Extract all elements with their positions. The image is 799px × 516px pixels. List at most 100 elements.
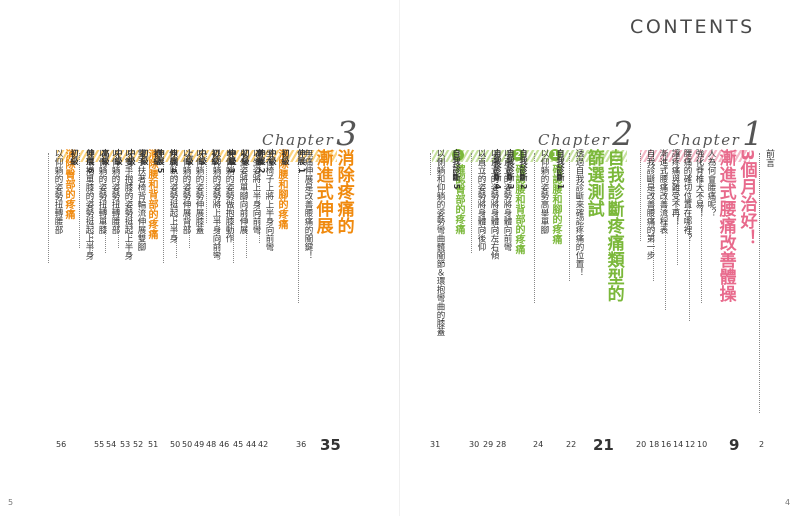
chapter-3-item[interactable]: 中級以側躺的姿勢扭轉單膝: [92, 149, 126, 253]
contents-heading: CONTENTS: [630, 16, 755, 38]
chapter-1-item[interactable]: 漸進式腰痛改善流程表: [653, 149, 671, 281]
chapter-1-item[interactable]: 腰痛的確切位置在哪裡？: [677, 149, 695, 265]
entry-page-number: 51: [148, 440, 159, 449]
entry-level: 初級: [153, 149, 162, 165]
entry-text: 強化脊椎大不易！: [694, 149, 704, 217]
entry-text: 自我診斷是改善腰痛的第一步: [645, 149, 655, 260]
foreword-entry[interactable]: 前言: [759, 149, 777, 413]
foreword-label: 前言: [764, 149, 774, 167]
left-page-number: 5: [8, 498, 14, 507]
entry-code: 自我診斷 2: [519, 149, 528, 190]
entry-text: 以側躺的姿勢扭轉單膝: [97, 149, 107, 234]
entry-text: 以仰躺的姿勢伸展背部: [181, 149, 191, 234]
chapter-1-heading: Chapter1: [668, 114, 763, 154]
entry-text: 以直立的姿勢將身體向左右傾: [489, 149, 499, 260]
chapter-3-title-line2: 漸進式伸展: [312, 149, 333, 234]
entry-page-number: 45: [233, 440, 244, 449]
chapter-1-item[interactable]: 自我診斷是改善腰痛的第一步: [640, 149, 658, 260]
entry-page-number: 55: [94, 440, 105, 449]
entry-text: 以直立的姿勢將身體向前彎: [502, 149, 512, 251]
chapter-3-item[interactable]: 中級以坐姿將上半身向前彎: [246, 149, 280, 258]
chapter-1-item[interactable]: 讓疼痛與難受不再！: [665, 149, 683, 310]
chapter-3-item[interactable]: 中級以仰躺的姿勢將上半身向前彎: [206, 149, 240, 260]
entry-level: 中級: [228, 149, 237, 165]
chapter-1-title-line2: 漸進式腰痛改善體操: [715, 149, 736, 302]
chapter-3-word: Chapter: [262, 131, 335, 149]
entry-level: 初級: [211, 149, 220, 165]
chapter-3-item[interactable]: 伸展 3 初級以仰躺的姿勢伸展膝蓋: [189, 149, 239, 248]
entry-text: 以仰躺的姿勢伸展膝蓋: [194, 149, 204, 234]
section-title: 確認臀部的疼痛: [453, 164, 464, 234]
section-title: 消除臀部的疼痛: [63, 149, 74, 219]
entry-level: 初級: [140, 149, 149, 165]
entry-page-number: 12: [685, 440, 696, 449]
chapter-1-item[interactable]: 強化脊椎大不易！: [689, 149, 707, 321]
section-title: 消除腰和背部的疼痛: [146, 149, 157, 239]
chapter-3-item[interactable]: 高級以坐姿將單腳向前伸展: [233, 149, 267, 263]
section-number-badge: 3: [452, 149, 464, 161]
entry-page-number: 30: [469, 440, 480, 449]
entry-text: 以側躺和仰躺的姿勢彎曲髖關節＆環抱彎曲的膝蓋: [435, 149, 445, 336]
chapter-2-section-2: 2確認腰和背部的疼痛: [512, 149, 524, 254]
page-fold: [399, 0, 400, 516]
chapter-2-section-1: 1確認腰和腳的疼痛: [549, 149, 561, 244]
entry-page-number: 50: [170, 440, 181, 449]
entry-text: 漸進式腰痛改善流程表: [658, 149, 668, 234]
chapter-3-section-2: 消除腰和背部的疼痛: [146, 149, 157, 239]
entry-level: 高級: [101, 149, 110, 165]
entry-page-number: 28: [496, 440, 507, 449]
entry-text: 以雙手抱膝的姿勢挺起上半身: [123, 149, 133, 260]
entry-page-number: 50: [182, 440, 193, 449]
entry-level: 初級: [70, 149, 79, 165]
entry-page-number: 44: [246, 440, 257, 449]
entry-text: 以環抱單膝的姿勢挺起上半身: [84, 149, 94, 260]
chapter-1-item[interactable]: 人為何會腰痛呢？: [701, 149, 719, 303]
entry-level: 中級: [198, 149, 207, 165]
entry-level: 中級: [114, 149, 123, 165]
entry-text: 人為何會腰痛呢？: [706, 149, 716, 217]
chapter-2-stripe: [432, 150, 627, 162]
chapter-3-item[interactable]: 高級以環抱單膝的姿勢挺起上半身: [79, 149, 113, 260]
chapter-3-stripe: [57, 150, 337, 162]
chapter-3-section-3: 消除臀部的疼痛: [63, 149, 74, 219]
chapter-1-stripe: [640, 150, 750, 162]
chapter-3-item[interactable]: 中級以仰躺的姿勢伸展背部: [176, 149, 210, 258]
chapter-1-word: Chapter: [668, 131, 741, 149]
entry-code: 伸展 3: [227, 149, 236, 174]
foreword-page: 2: [759, 440, 765, 449]
chapter-1-number: 1: [742, 114, 764, 153]
entry-code: 伸展 1: [297, 149, 306, 174]
entry-text: 以直立的姿勢將身體向後仰: [476, 149, 486, 251]
entry-level: 中級: [268, 149, 277, 165]
chapter-2-number: 2: [612, 114, 634, 153]
entry-page-number: 31: [430, 440, 441, 449]
entry-level: 高級: [255, 149, 264, 165]
chapter-2-item[interactable]: 自我診斷 2 以直立的姿勢將身體向前彎: [497, 149, 531, 251]
chapter-3-item[interactable]: 上級以側臥的姿勢挺起上半身: [163, 149, 197, 263]
chapter-1-page: 9: [729, 436, 740, 454]
entry-code: 伸展 5: [156, 149, 165, 174]
entry-page-number: 48: [206, 440, 217, 449]
section-number-badge: 1: [549, 149, 561, 161]
entry-text: 以側臥的姿勢挺起上半身: [168, 149, 178, 243]
entry-text: 透過自我診斷來確認疼痛的位置！: [574, 149, 584, 277]
chapter-3-item[interactable]: 中級以仰躺的姿勢扭轉腰部: [105, 149, 139, 253]
chapter-2-intro[interactable]: 透過自我診斷來確認疼痛的位置！: [569, 149, 587, 281]
entry-page-number: 52: [133, 440, 144, 449]
entry-text: 以仰躺的姿勢做抱膝動作: [224, 149, 234, 243]
entry-text: 無痛伸展是改善腰痛的關鍵！: [303, 149, 313, 260]
entry-page-number: 53: [120, 440, 131, 449]
chapter-3-intro[interactable]: 無痛伸展是改善腰痛的關鍵！: [298, 149, 316, 303]
chapter-2-title-line1: 自我診斷疼痛類型的: [603, 149, 624, 302]
chapter-2-page: 21: [593, 436, 614, 454]
